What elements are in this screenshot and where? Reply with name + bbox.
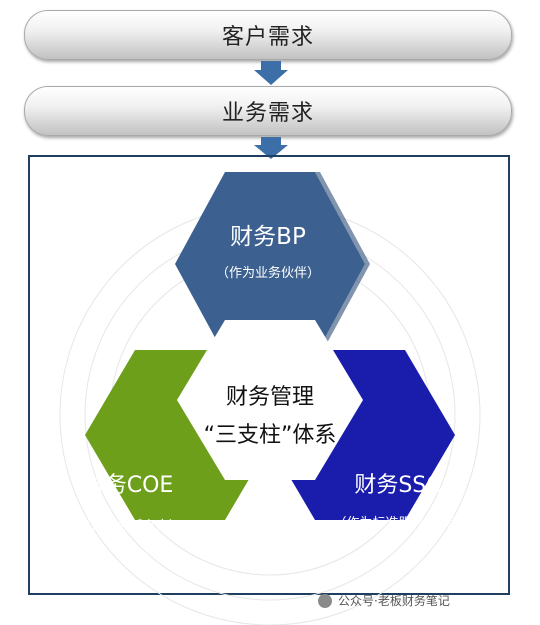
business-demand-bar: 业务需求	[24, 86, 512, 136]
down-arrow-icon	[254, 137, 288, 159]
ssc-subtitle: （作为标准服务提供者）	[333, 515, 476, 531]
center-title-line2: “三支柱”体系	[204, 423, 337, 448]
customer-demand-label: 客户需求	[221, 25, 314, 50]
business-demand-label: 业务需求	[221, 101, 314, 126]
customer-demand-bar: 客户需求	[24, 10, 512, 60]
watermark-text: 公众号·老板财务笔记	[338, 594, 450, 608]
coe-subtitle: （作为领域专家）	[78, 518, 182, 534]
center-hexagon	[177, 320, 363, 480]
coe-title: 财务COE	[83, 473, 174, 498]
bp-title: 财务BP	[230, 224, 306, 250]
ssc-title: 财务SSC	[354, 473, 441, 498]
down-arrow-icon	[254, 61, 288, 85]
wechat-icon	[318, 593, 332, 608]
center-title-line1: 财务管理	[226, 385, 314, 410]
three-pillars-frame	[28, 155, 510, 595]
bp-subtitle: （作为业务伙伴）	[216, 265, 320, 281]
watermark: 公众号·老板财务笔记	[318, 592, 450, 609]
bp-hexagon	[175, 172, 365, 356]
